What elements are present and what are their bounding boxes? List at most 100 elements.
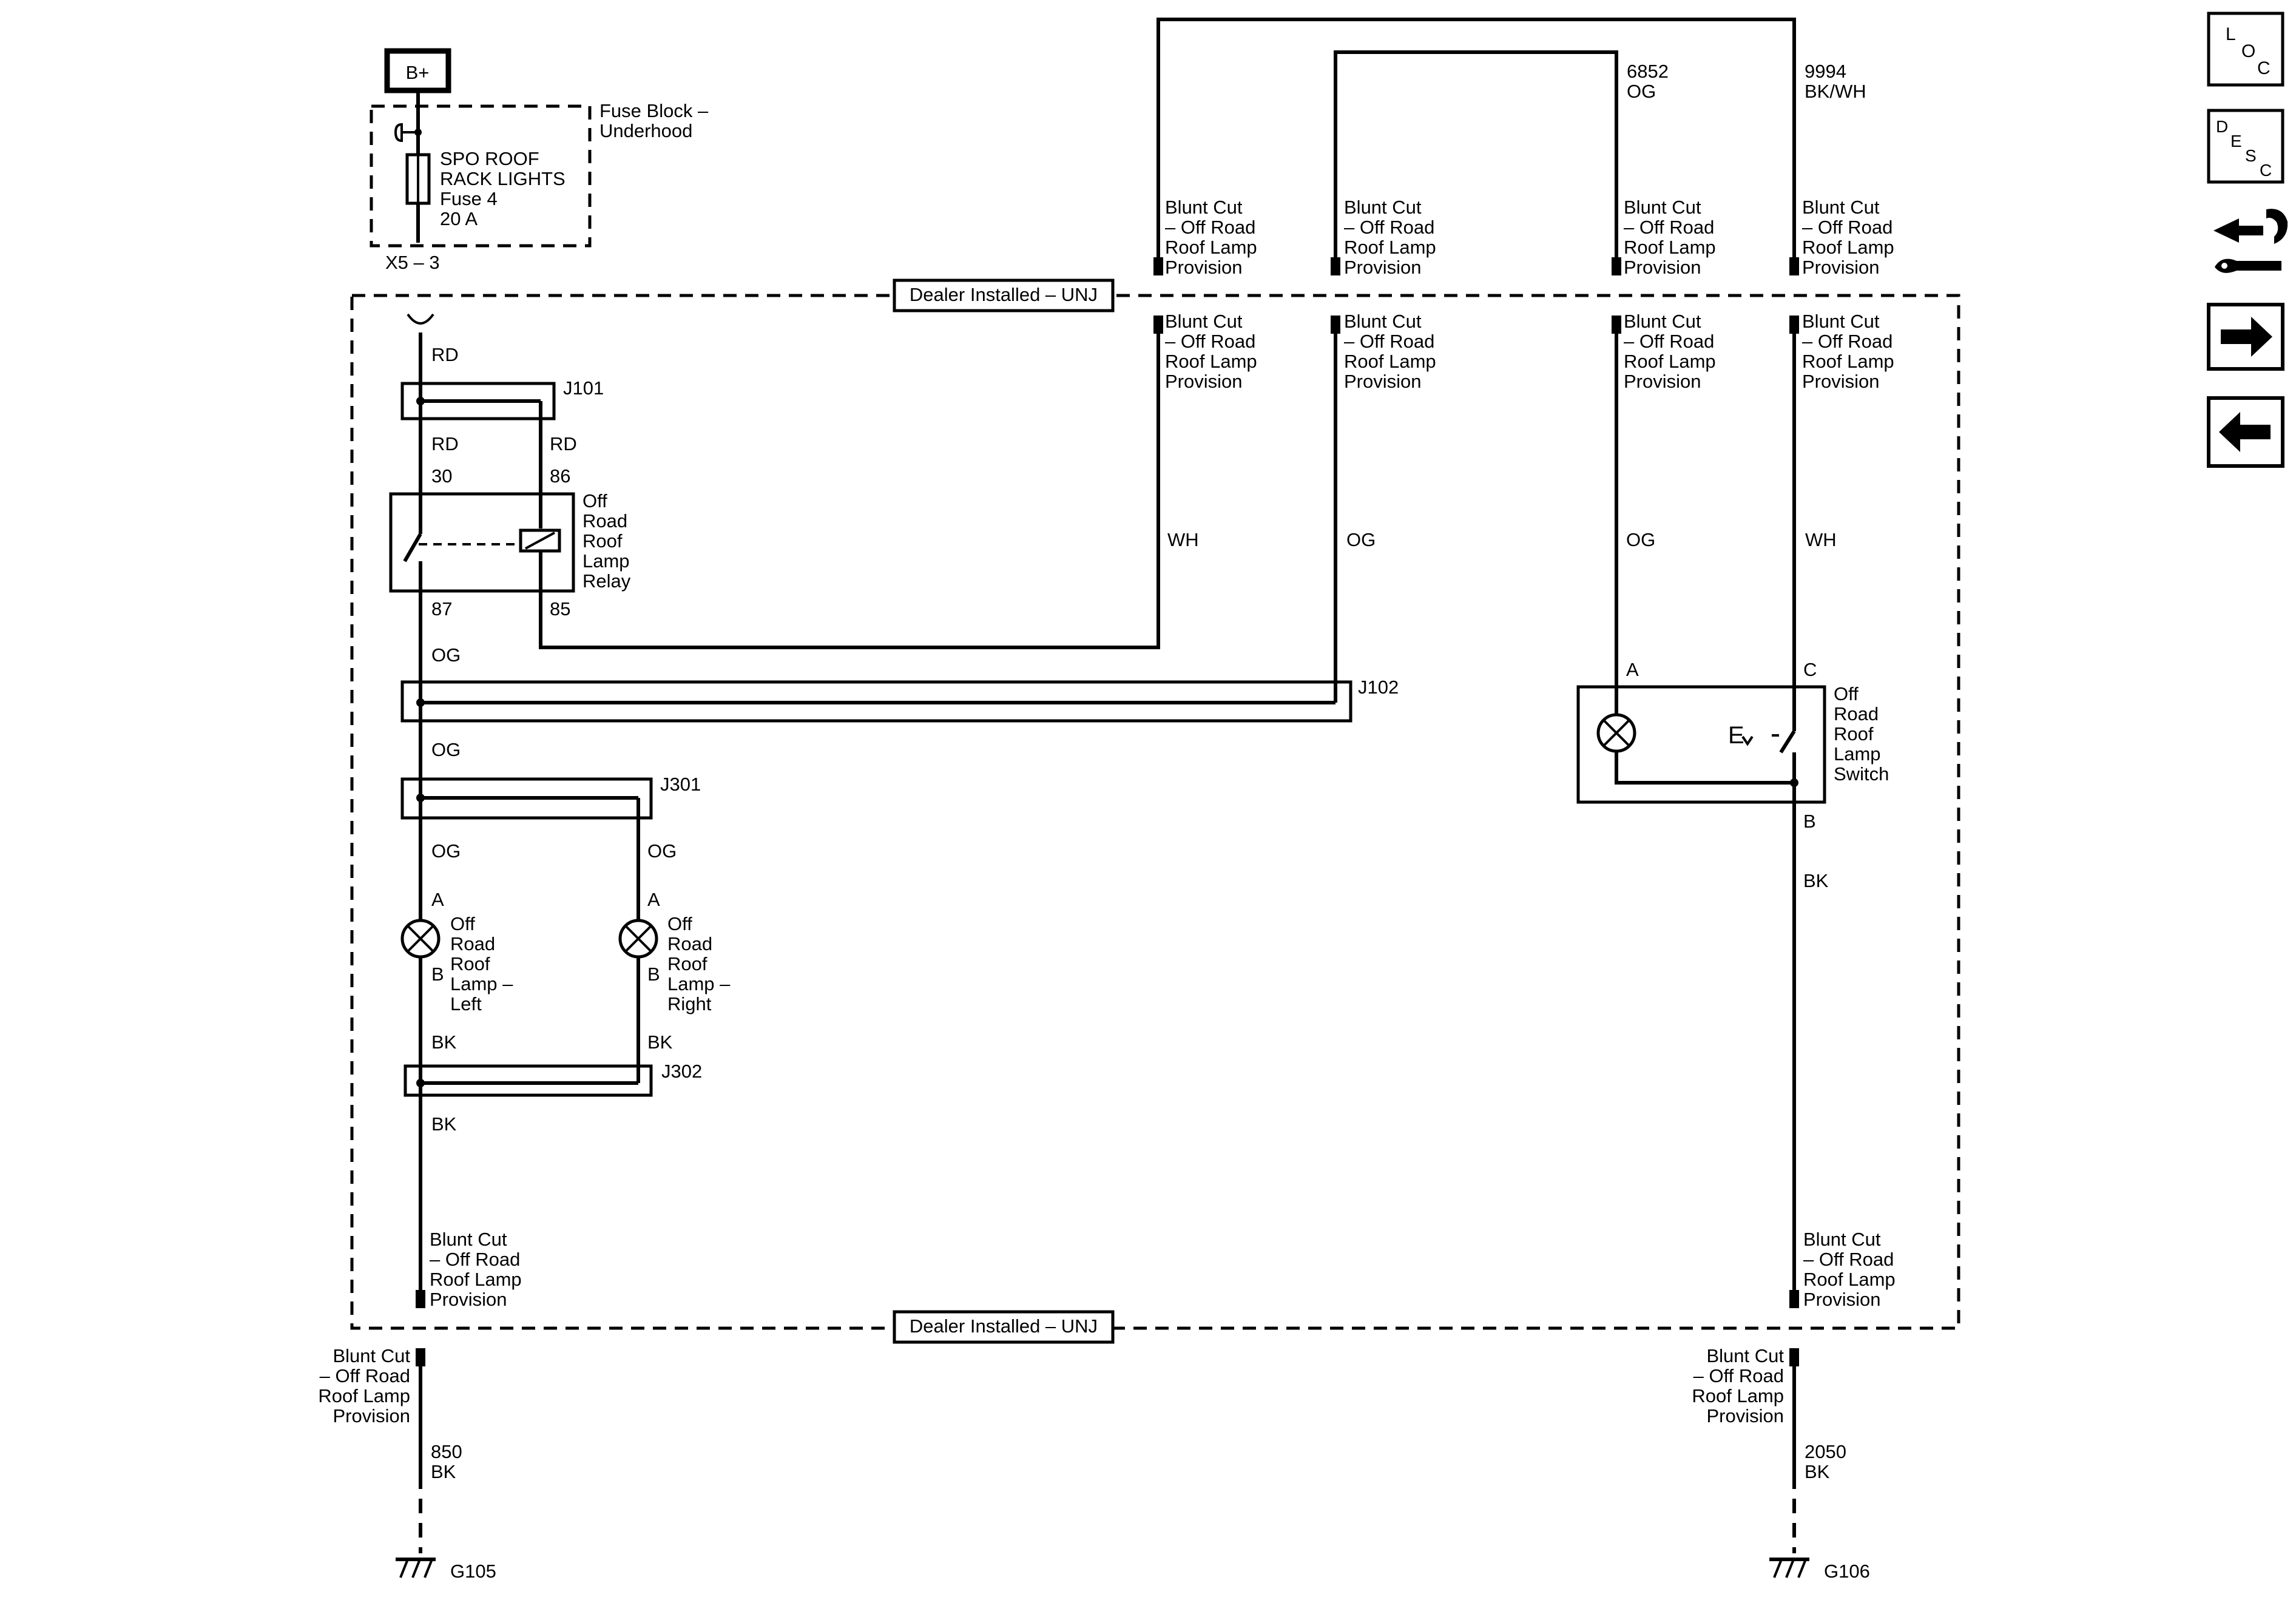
svg-text:Switch: Switch	[1834, 763, 1889, 785]
lamp-left-pin-a: A	[431, 889, 444, 910]
svg-text:S: S	[2245, 146, 2257, 165]
blunt-cut-bottom-left-inner	[416, 1290, 425, 1308]
wire-label-og-3: OG	[431, 840, 461, 862]
diagnostic-tools-icon[interactable]	[2213, 209, 2288, 273]
relay-pin-86: 86	[550, 465, 570, 487]
relay-pin-85: 85	[550, 598, 570, 619]
svg-text:Blunt Cut: Blunt Cut	[1165, 311, 1243, 332]
dealer-installed-label-top: Dealer Installed – UNJ	[910, 284, 1098, 305]
splice-j102	[400, 680, 1352, 723]
svg-text:Left: Left	[450, 993, 482, 1014]
svg-text:– Off Road: – Off Road	[1802, 217, 1893, 238]
svg-text:Blunt Cut: Blunt Cut	[1803, 1229, 1881, 1250]
svg-text:Roof Lamp: Roof Lamp	[1624, 351, 1716, 372]
svg-text:– Off Road: – Off Road	[320, 1365, 410, 1386]
svg-text:Provision: Provision	[1344, 371, 1422, 392]
switch-label: Off Road Roof Lamp Switch	[1834, 683, 1889, 785]
circuit-6852-color: OG	[1627, 81, 1656, 102]
svg-text:Blunt Cut: Blunt Cut	[1165, 197, 1243, 218]
svg-text:Roof Lamp: Roof Lamp	[1344, 351, 1436, 372]
svg-text:Off: Off	[667, 913, 692, 934]
wire-label-og-top: OG	[1346, 529, 1376, 550]
svg-text:Road: Road	[1834, 703, 1879, 724]
switch-pin-b: B	[1803, 811, 1816, 832]
svg-text:Blunt Cut: Blunt Cut	[1344, 197, 1422, 218]
svg-text:Road: Road	[450, 933, 495, 954]
svg-text:Road: Road	[667, 933, 712, 954]
fuse-block-title: Fuse Block –	[599, 100, 709, 121]
lamp-right-label: Off Road Roof Lamp – Right	[667, 913, 731, 1014]
wire-label-bk-2: BK	[647, 1031, 673, 1053]
svg-text:Roof Lamp: Roof Lamp	[1165, 351, 1257, 372]
fuse-name-2: RACK LIGHTS	[440, 168, 566, 189]
svg-text:– Off Road: – Off Road	[1624, 217, 1714, 238]
ground-right-symbol	[1769, 1558, 1809, 1578]
circuit-9994-color: BK/WH	[1805, 81, 1866, 102]
blunt-cut-bottom-left-outer	[416, 1348, 425, 1366]
dealer-installed-label-bottom: Dealer Installed – UNJ	[910, 1315, 1098, 1337]
location-button[interactable]: L O C	[2207, 12, 2284, 87]
blunt-cut-label-11: Blunt Cut – Off Road Roof Lamp Provision	[318, 1345, 410, 1426]
svg-text:Provision: Provision	[1802, 257, 1880, 278]
svg-text:Roof Lamp: Roof Lamp	[1165, 237, 1257, 258]
svg-text:Provision: Provision	[1165, 371, 1243, 392]
switch-pin-a: A	[1626, 659, 1639, 680]
svg-text:Blunt Cut: Blunt Cut	[1624, 197, 1701, 218]
relay-label: Off Road Roof Lamp Relay	[582, 490, 631, 592]
svg-text:Roof Lamp: Roof Lamp	[1802, 237, 1894, 258]
arrow-right-icon[interactable]	[2207, 303, 2284, 371]
svg-text:Roof: Roof	[450, 953, 490, 974]
switch-pin-c: C	[1803, 659, 1817, 680]
wire-label-bk-3: BK	[431, 1113, 457, 1135]
svg-text:Provision: Provision	[430, 1289, 507, 1310]
splice-j301-label: J301	[660, 774, 701, 795]
svg-text:– Off Road: – Off Road	[430, 1249, 520, 1270]
svg-text:D: D	[2216, 117, 2228, 136]
arrow-left-icon[interactable]	[2207, 396, 2284, 468]
wire-label-bk-1: BK	[431, 1031, 457, 1053]
fuse-rating: 20 A	[440, 208, 478, 229]
svg-text:Provision: Provision	[1802, 371, 1880, 392]
svg-text:Roof Lamp: Roof Lamp	[1344, 237, 1436, 258]
fuse-connector-label: X5 – 3	[385, 252, 440, 273]
svg-text:Provision: Provision	[1624, 257, 1701, 278]
ground-left-color: BK	[431, 1461, 456, 1482]
svg-text:E: E	[1728, 722, 1744, 749]
splice-j101-label: J101	[563, 377, 604, 399]
splice-j102-label: J102	[1358, 677, 1399, 698]
svg-text:Provision: Provision	[1624, 371, 1701, 392]
svg-text:– Off Road: – Off Road	[1693, 1365, 1784, 1386]
splice-j301	[400, 777, 653, 820]
svg-text:Roof: Roof	[667, 953, 707, 974]
svg-text:Roof Lamp: Roof Lamp	[318, 1385, 410, 1406]
circuit-6852-number: 6852	[1627, 61, 1669, 82]
svg-text:Lamp –: Lamp –	[450, 973, 513, 994]
svg-text:Provision: Provision	[1803, 1289, 1881, 1310]
switch-ev-symbol: E	[1728, 722, 1754, 749]
svg-text:– Off Road: – Off Road	[1165, 217, 1255, 238]
svg-text:E: E	[2230, 132, 2242, 150]
svg-text:– Off Road: – Off Road	[1344, 217, 1434, 238]
splice-j302-label: J302	[661, 1061, 702, 1082]
svg-text:Roof Lamp: Roof Lamp	[1624, 237, 1716, 258]
description-button[interactable]: D E S C	[2207, 109, 2284, 184]
svg-text:Roof Lamp: Roof Lamp	[1692, 1385, 1784, 1406]
svg-text:Relay: Relay	[582, 570, 631, 592]
svg-text:Provision: Provision	[1707, 1405, 1784, 1426]
svg-text:– Off Road: – Off Road	[1165, 331, 1255, 352]
blunt-cut-bottom-right-outer	[1789, 1348, 1799, 1366]
wire-label-rd-1: RD	[431, 344, 459, 365]
svg-text:– Off Road: – Off Road	[1624, 331, 1714, 352]
lamp-right-pin-b: B	[647, 964, 660, 985]
svg-text:Roof: Roof	[1834, 723, 1874, 744]
blunt-cut-top-row	[1153, 257, 1799, 275]
svg-text:O: O	[2241, 41, 2255, 61]
splice-j302	[403, 1064, 653, 1097]
